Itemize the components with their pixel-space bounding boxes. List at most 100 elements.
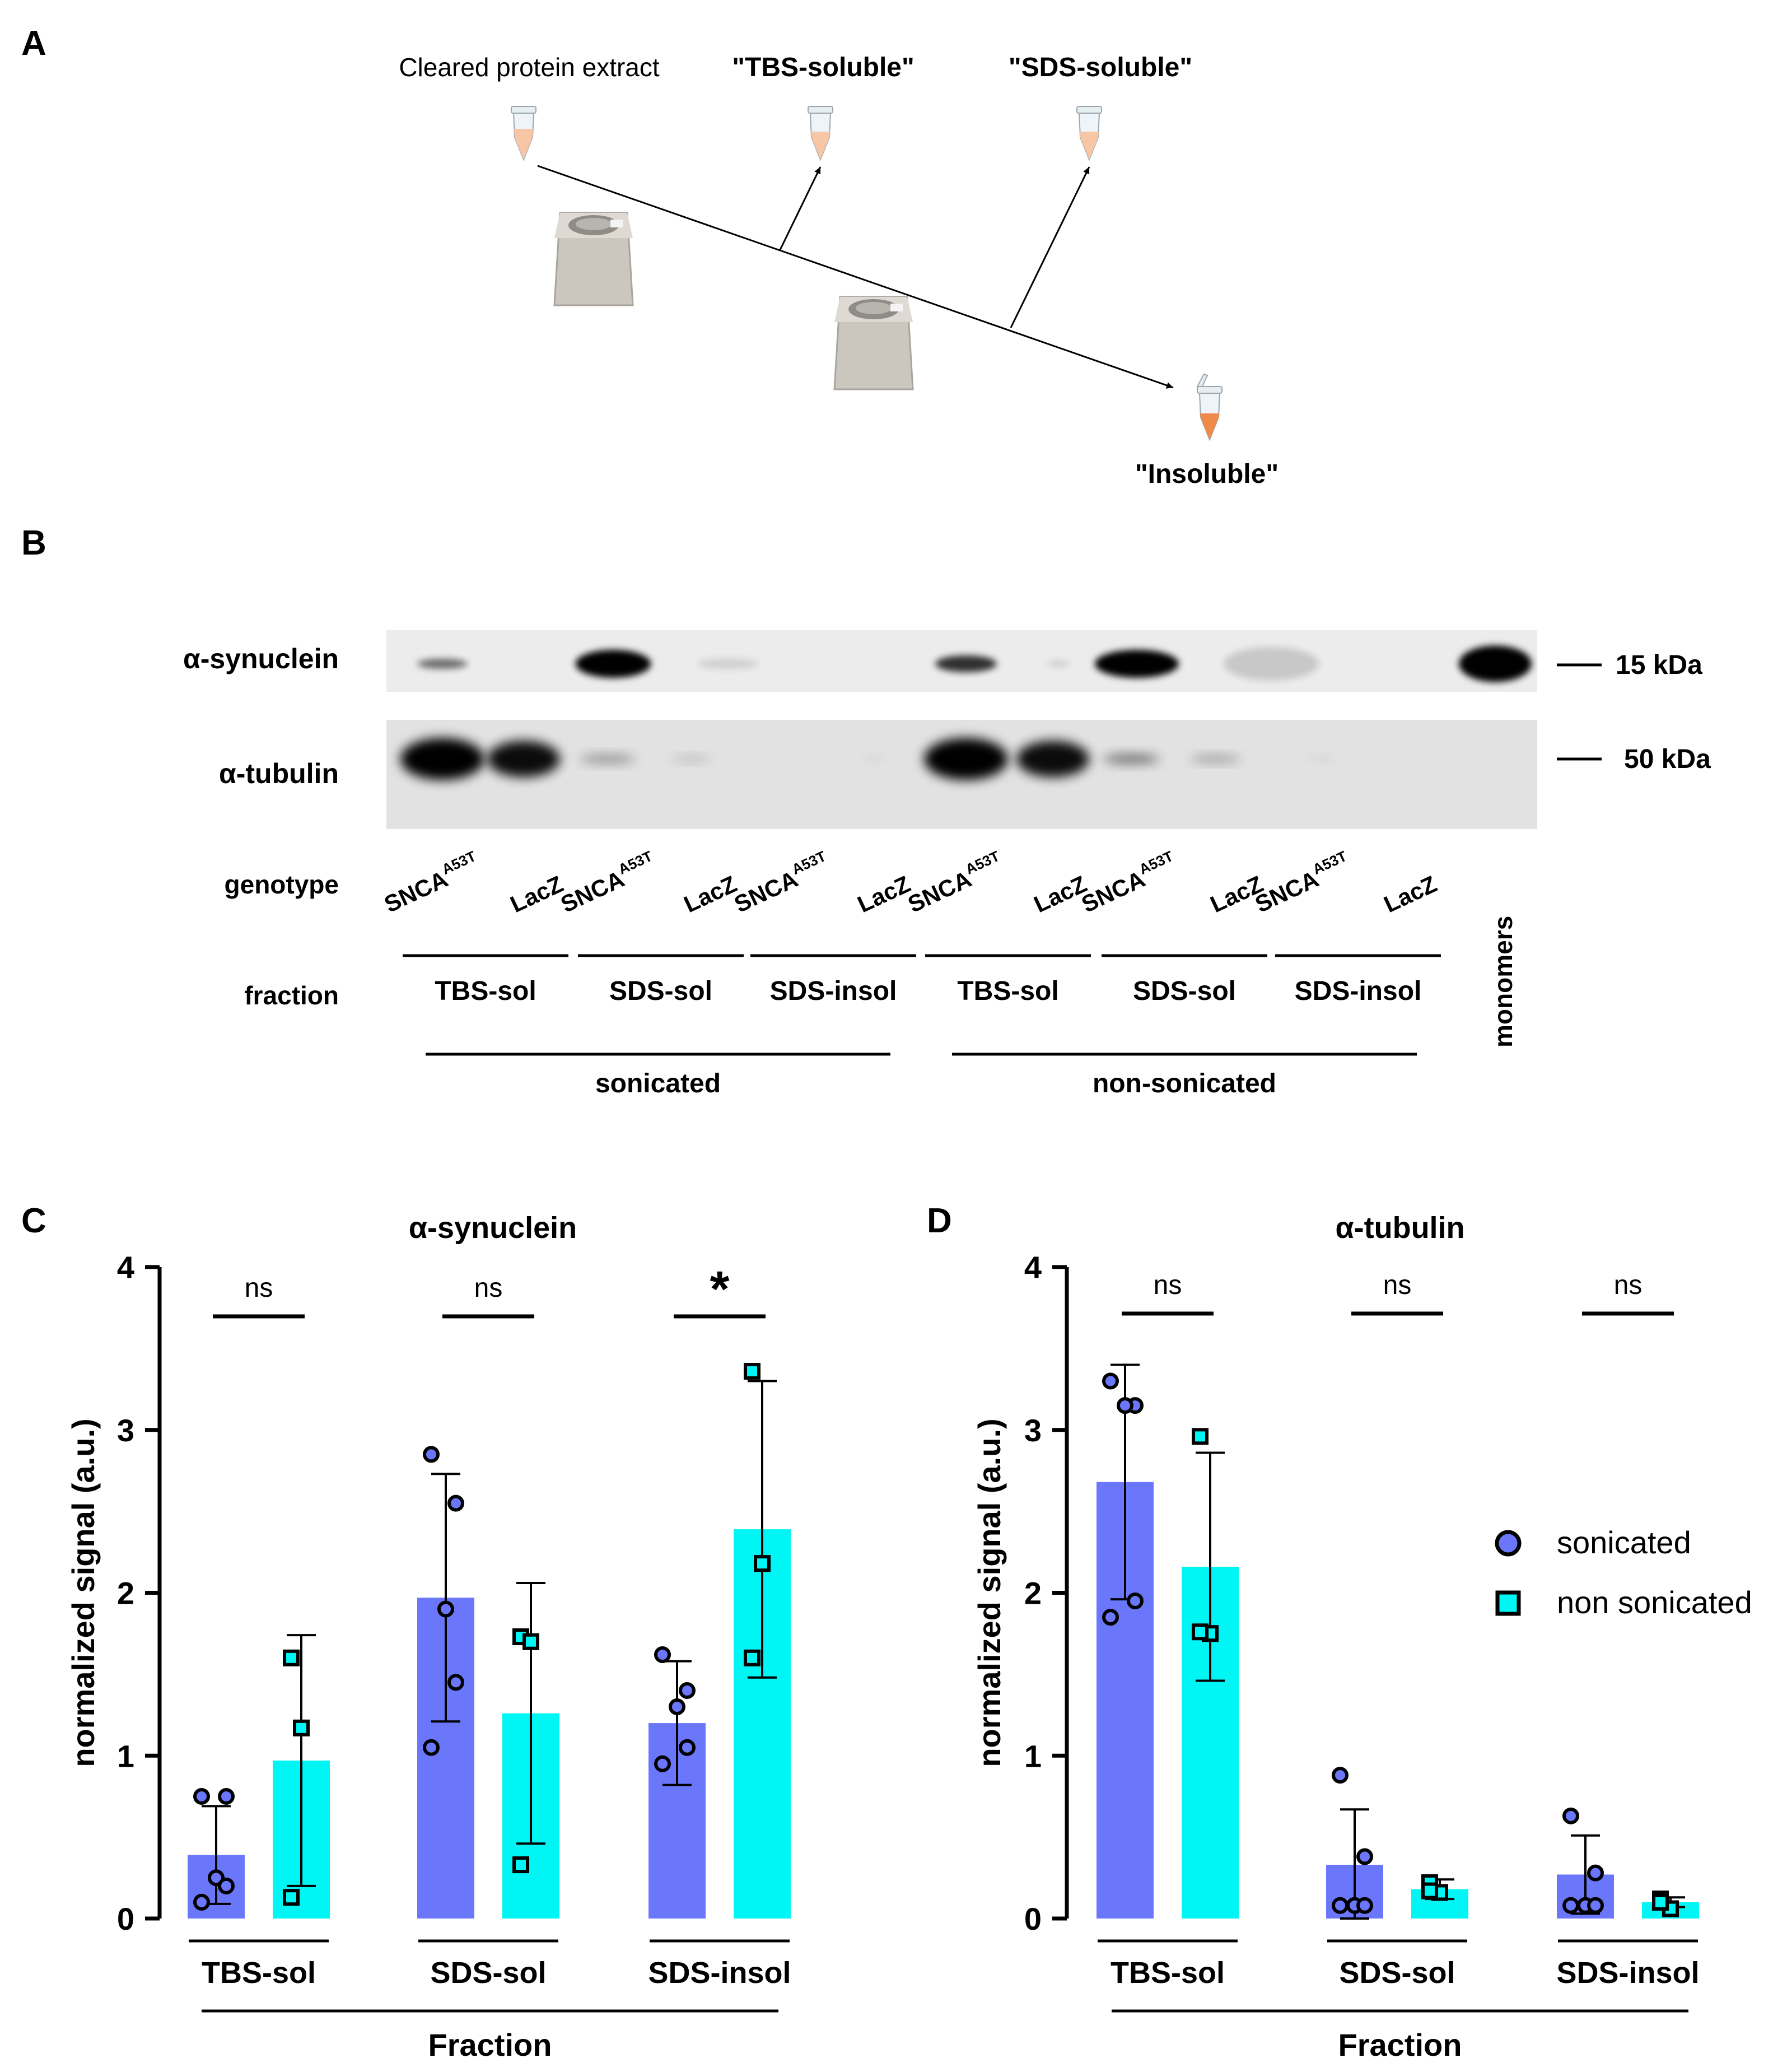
panel-label-a: A: [21, 24, 46, 63]
data-point: [512, 1856, 529, 1874]
tubulin-band: [400, 738, 484, 780]
genotype-label: SNCAA53T: [555, 848, 660, 918]
data-point: [1332, 1897, 1349, 1914]
genotype-row-label: genotype: [225, 870, 339, 899]
synuclein-band: [1095, 650, 1179, 678]
y-tick-label: 2: [1024, 1576, 1042, 1611]
data-point: [1587, 1897, 1604, 1914]
main-flow-arrow: [537, 165, 1174, 389]
data-point: [1192, 1428, 1209, 1445]
fraction-label: SDS-insol: [1295, 976, 1422, 1006]
centrifuge-2-icon: [833, 296, 914, 390]
panel-label-d: D: [927, 1202, 952, 1240]
x-axis-label: Fraction: [428, 2027, 552, 2062]
data-point: [679, 1739, 696, 1756]
data-point: [679, 1682, 696, 1699]
data-point: [1102, 1609, 1119, 1626]
label-insoluble: "Insoluble": [1135, 459, 1279, 489]
tubulin-band: [924, 738, 1008, 780]
tubulin-bands: [400, 738, 1336, 780]
significance-label: ns: [474, 1273, 503, 1303]
data-point: [423, 1446, 440, 1463]
marker-50-label: 50 kDa: [1624, 744, 1711, 774]
tube-insoluble-icon: [1196, 373, 1223, 441]
y-tick-label: 0: [117, 1901, 134, 1936]
legend-non-sonicated-label: non sonicated: [1557, 1585, 1752, 1620]
genotype-labels: SNCAA53TLacZSNCAA53TLacZSNCAA53TLacZSNCA…: [379, 848, 1441, 918]
sds-arrow: [1010, 166, 1090, 328]
centrifuge-1-icon: [553, 212, 634, 306]
data-point: [283, 1649, 300, 1666]
condition-non-sonicated: non-sonicated: [1093, 1069, 1276, 1098]
synuclein-band: [697, 659, 759, 669]
x-axis-label: Fraction: [1338, 2027, 1462, 2062]
data-point: [283, 1889, 300, 1906]
fraction-row-label: fraction: [244, 981, 339, 1010]
genotype-label: SNCAA53T: [1076, 848, 1181, 918]
data-point: [744, 1363, 760, 1380]
label-sds-soluble: "SDS-soluble": [1009, 53, 1192, 82]
data-point: [1356, 1848, 1373, 1865]
data-point: [1652, 1893, 1669, 1911]
synuclein-band: [1047, 661, 1070, 667]
panel-a-schematic: Cleared protein extract "TBS-soluble" "S…: [399, 53, 1279, 489]
tubulin-band: [862, 757, 885, 761]
data-point: [744, 1649, 760, 1666]
synuclein-band: [417, 659, 468, 669]
data-point: [437, 1600, 454, 1618]
label-tbs-soluble: "TBS-soluble": [732, 53, 915, 82]
synuclein-band: [575, 650, 651, 678]
data-point: [1102, 1372, 1119, 1390]
tubulin-band: [672, 756, 711, 762]
data-point: [447, 1494, 464, 1512]
data-point: [1192, 1623, 1209, 1641]
y-axis-label: normalized signal (a.u.): [66, 1418, 101, 1767]
fraction-label: SDS-sol: [609, 976, 712, 1006]
row-label-synuclein: α-synuclein: [183, 643, 339, 674]
y-tick-label: 0: [1024, 1901, 1042, 1936]
fraction-label: SDS-sol: [1133, 976, 1236, 1006]
label-cleared-extract: Cleared protein extract: [399, 53, 660, 82]
legend-non-sonicated-marker: [1495, 1590, 1521, 1616]
y-tick-label: 3: [1024, 1413, 1042, 1448]
synuclein-bands: [417, 645, 1532, 682]
legend: sonicated non sonicated: [1495, 1525, 1752, 1620]
data-point: [522, 1633, 539, 1650]
data-point: [669, 1698, 685, 1716]
tubulin-band: [1016, 741, 1089, 777]
data-point: [654, 1646, 671, 1663]
data-point: [1587, 1864, 1604, 1882]
genotype-label: SNCAA53T: [902, 848, 1007, 918]
category-label: TBS-sol: [1111, 1956, 1225, 1990]
data-point: [447, 1674, 464, 1691]
data-point: [1356, 1897, 1373, 1914]
y-tick-label: 3: [117, 1413, 134, 1448]
data-point: [1421, 1882, 1438, 1899]
data-point: [218, 1787, 235, 1805]
category-label: SDS-insol: [1556, 1956, 1699, 1990]
genotype-label: SNCAA53T: [379, 848, 484, 918]
tubulin-band: [580, 755, 636, 763]
synuclein-band: [935, 655, 997, 672]
panel-b-western-blot: α-synuclein α-tubulin 15 kDa 50 kDa geno…: [183, 630, 1711, 1098]
y-tick-label: 1: [1024, 1738, 1042, 1773]
y-tick-label: 2: [117, 1576, 134, 1611]
marker-15-label: 15 kDa: [1616, 650, 1702, 680]
synuclein-band: [1459, 645, 1532, 682]
chart-title: α-synuclein: [409, 1211, 577, 1245]
data-point: [1332, 1767, 1349, 1784]
category-label: TBS-sol: [202, 1956, 316, 1990]
fraction-label: TBS-sol: [957, 976, 1058, 1006]
condition-sonicated: sonicated: [595, 1069, 721, 1098]
genotype-label: SNCAA53T: [1249, 848, 1355, 918]
genotype-label: LacZ: [1380, 870, 1441, 918]
panel-label-c: C: [21, 1202, 46, 1240]
significance-label: ns: [245, 1273, 273, 1303]
significance-label: ns: [1154, 1270, 1182, 1300]
data-point: [654, 1755, 671, 1772]
fraction-label: TBS-sol: [435, 976, 536, 1006]
monomers-label: monomers: [1489, 916, 1518, 1047]
